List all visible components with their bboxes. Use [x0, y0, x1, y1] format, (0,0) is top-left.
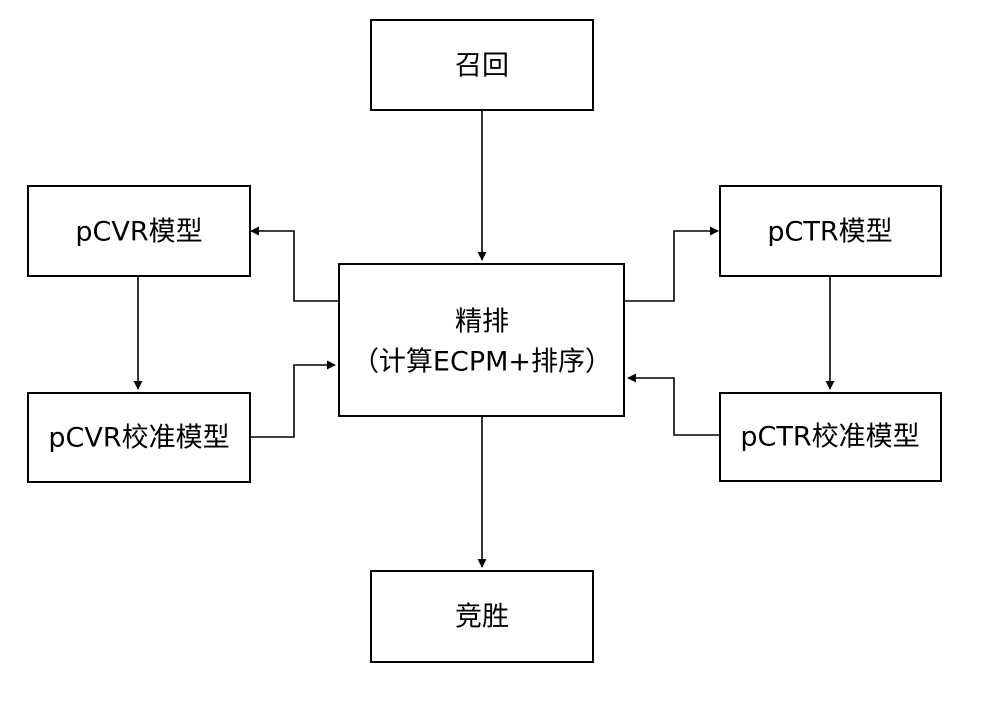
node-pcvr-model: pCVR模型: [27, 185, 251, 277]
edge-pcvr-calibration-to-ranking: [250, 360, 336, 438]
edge-ranking-to-pcvr-model: [250, 226, 339, 302]
node-pctr-model-label: pCTR模型: [767, 217, 892, 248]
node-ranking-subtitle: （计算ECPM+排序）: [352, 347, 612, 378]
node-recall-label: 召回: [455, 51, 509, 82]
node-pctr-calibration: pCTR校准模型: [719, 392, 942, 482]
node-pcvr-calibration-label: pCVR校准模型: [48, 423, 229, 454]
node-recall: 召回: [370, 19, 594, 111]
node-bidding: 竞胜: [370, 570, 594, 663]
node-ranking: 精排 （计算ECPM+排序）: [338, 263, 625, 417]
node-bidding-label: 竞胜: [455, 602, 509, 633]
node-pcvr-model-label: pCVR模型: [75, 217, 202, 248]
node-pctr-calibration-label: pCTR校准模型: [740, 422, 919, 453]
node-ranking-title: 精排: [455, 307, 509, 338]
edge-pctr-calibration-to-ranking: [627, 373, 720, 436]
node-pcvr-calibration: pCVR校准模型: [27, 392, 251, 483]
node-pctr-model: pCTR模型: [719, 185, 942, 277]
edge-ranking-to-pctr-model: [624, 226, 719, 302]
